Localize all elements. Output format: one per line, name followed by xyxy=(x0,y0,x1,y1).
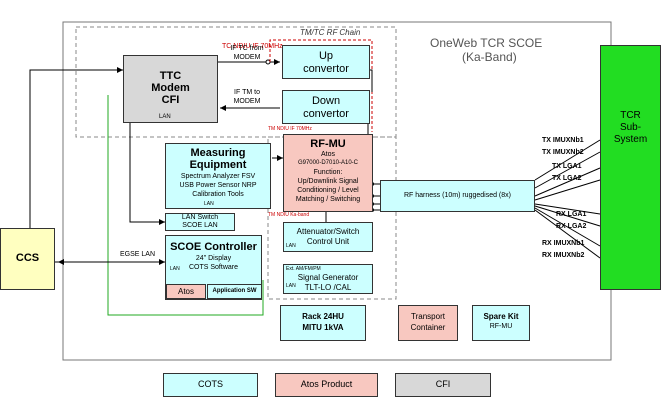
measuring-port: LAN xyxy=(204,201,214,207)
if-tm-line2: MODEM xyxy=(233,98,261,105)
measuring-line2: USB Power Sensor NRP xyxy=(179,182,257,189)
legend-atos: Atos Product xyxy=(275,373,378,397)
right-label: TX IMUXNb1 xyxy=(542,137,584,144)
rf-chain-region xyxy=(75,26,397,138)
rfmu-line1: Atos xyxy=(320,151,335,158)
rack-box: Rack 24HU MITU 1kVA xyxy=(280,305,366,341)
tc-ndiu-label: TC NDIU IF 70MHz xyxy=(222,43,283,50)
right-label: TX LGA2 xyxy=(552,175,582,182)
if-tc-line2: MODEM xyxy=(233,54,261,61)
diagram-subtitle: (Ka-Band) xyxy=(462,50,517,64)
legend-cfi-label: CFI xyxy=(435,379,451,389)
lan-switch-box: LAN Switch SCOE LAN xyxy=(165,213,235,231)
measuring-equipment-box: Measuring Equipment Spectrum Analyzer FS… xyxy=(165,143,271,209)
spare-kit-box: Spare Kit RF-MU xyxy=(472,305,530,341)
measuring-title2: Equipment xyxy=(189,159,247,171)
measuring-title1: Measuring xyxy=(190,147,246,159)
scoe-controller-port: LAN xyxy=(170,266,180,272)
rf-harness-label: RF harness (10m) ruggedised (8x) xyxy=(404,192,511,199)
tcr-line2: Sub- xyxy=(619,122,642,133)
scoe-atos-box: Atos xyxy=(166,284,206,299)
chain-label: TM/TC RF Chain xyxy=(300,28,361,37)
rack-line2: MITU 1kVA xyxy=(302,323,344,332)
ttc-modem-line1: TTC xyxy=(159,70,182,82)
transport-line1: Transport xyxy=(411,312,445,321)
signal-gen-line2: TLT-LO /CAL xyxy=(304,283,352,292)
legend-cfi: CFI xyxy=(395,373,491,397)
ttc-modem-box: TTC Modem CFI LAN xyxy=(123,55,218,123)
right-label: RX IMUXNb1 xyxy=(542,240,585,247)
ttc-modem-line3: CFI xyxy=(161,94,180,106)
up-convertor-line1: Up xyxy=(318,50,334,62)
legend-atos-label: Atos Product xyxy=(300,379,353,389)
up-convertor-box: Up convertor xyxy=(282,45,370,79)
attenuator-box: Attenuator/Switch Control Unit LAN xyxy=(283,222,373,252)
lan-switch-line1: LAN Switch xyxy=(181,214,219,221)
attenuator-port: LAN xyxy=(286,243,296,249)
ttc-modem-port: LAN xyxy=(159,114,171,120)
spare-line2: RF-MU xyxy=(489,323,513,330)
egse-lan-label: EGSE LAN xyxy=(120,251,156,258)
scoe-controller-line1: 24" Display xyxy=(195,255,232,262)
attenuator-line2: Control Unit xyxy=(306,237,350,246)
transport-line2: Container xyxy=(410,323,446,332)
scoe-controller-line2: COTS Software xyxy=(188,264,238,271)
ccs-box: CCS xyxy=(0,228,55,290)
legend-cots-label: COTS xyxy=(197,379,223,389)
scoe-appsw-box: Application SW xyxy=(207,284,262,299)
rf-harness-box: RF harness (10m) ruggedised (8x) xyxy=(380,180,535,212)
rfmu-line5: Conditioning / Level xyxy=(297,187,359,194)
ccs-label: CCS xyxy=(15,252,40,264)
right-label: RX IMUXNb2 xyxy=(542,252,585,259)
down-convertor-line2: convertor xyxy=(303,108,349,120)
measuring-line3: Calibration Tools xyxy=(192,191,244,198)
diagram-title: OneWeb TCR SCOE xyxy=(430,36,543,50)
rfmu-line2: G97000-D7010-A10-C xyxy=(297,160,359,166)
if-tc-line1: IF TC from xyxy=(230,45,264,52)
if-tm-line1: IF TM to xyxy=(234,89,260,96)
tcr-line1: TCR xyxy=(620,110,641,121)
transport-box: Transport Container xyxy=(398,305,458,341)
rfmu-line6: Matching / Switching xyxy=(295,196,361,203)
attenuator-line1: Attenuator/Switch xyxy=(296,227,360,236)
spare-line1: Spare Kit xyxy=(483,312,519,321)
right-label: RX LGA2 xyxy=(556,223,587,230)
rfmu-line3: Function: xyxy=(313,169,343,176)
scoe-appsw-label: Application SW xyxy=(212,288,257,294)
legend-cots: COTS xyxy=(163,373,258,397)
rack-line1: Rack 24HU xyxy=(302,312,344,321)
down-convertor-box: Down convertor xyxy=(282,90,370,124)
rfmu-box: RF-MU Atos G97000-D7010-A10-C Function: … xyxy=(283,134,373,212)
measuring-line1: Spectrum Analyzer FSV xyxy=(180,173,256,180)
rfmu-line4: Up/Downlink Signal xyxy=(297,178,359,185)
scoe-controller-title: SCOE Controller xyxy=(170,241,257,253)
down-convertor-line1: Down xyxy=(311,95,341,107)
tm-ndiu-ka-label: TM NDIU Ka-band xyxy=(268,212,310,218)
right-label: TX LGA1 xyxy=(552,163,582,170)
signal-gen-port: LAN xyxy=(286,283,296,289)
scoe-atos-label: Atos xyxy=(177,287,194,296)
tcr-line3: System xyxy=(613,134,648,145)
signal-gen-ports: Ext. AM/FM/PM xyxy=(286,266,321,272)
right-label: TX IMUXNb2 xyxy=(542,149,584,156)
rfmu-title: RF-MU xyxy=(310,138,346,150)
ttc-modem-line2: Modem xyxy=(151,82,190,94)
right-label: RX LGA1 xyxy=(556,211,587,218)
lan-switch-line2: SCOE LAN xyxy=(182,222,218,229)
up-convertor-line2: convertor xyxy=(303,63,349,75)
tm-ndiu-label: TM NDIU IF 70MHz xyxy=(268,126,312,132)
tcr-subsystem-box: TCR Sub- System xyxy=(600,45,661,290)
signal-gen-line1: Signal Generator xyxy=(297,273,359,282)
signal-generator-box: Ext. AM/FM/PM Signal Generator TLT-LO /C… xyxy=(283,264,373,294)
